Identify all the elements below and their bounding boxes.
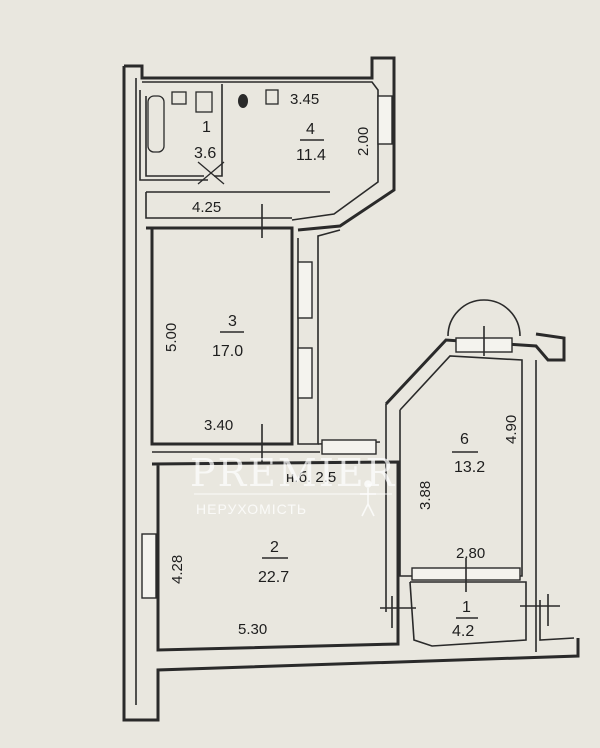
room-labels: 1 3.6 4 11.4 3 17.0 6 13.2 2 22.7 1 4.2 xyxy=(194,119,485,640)
dim-room2-width: 5.30 xyxy=(238,621,267,638)
dim-room4-depth: 2.00 xyxy=(355,127,372,156)
dim-room2-depth: 4.28 xyxy=(169,555,186,584)
window-room2 xyxy=(141,533,157,599)
dim-room6-left: 3.88 xyxy=(417,481,434,510)
room-3-area: 17.0 xyxy=(212,343,243,360)
dim-corridor-length: 4.25 xyxy=(192,199,221,216)
doors xyxy=(261,204,560,628)
watermark: PREMIER НЕРУХОМІСТЬ xyxy=(190,451,396,517)
dim-hall: н.б. 2.5 xyxy=(286,469,336,486)
room-5-area: 3.6 xyxy=(194,145,216,162)
room-6-area: 13.2 xyxy=(454,459,485,476)
room-5-number: 1 xyxy=(202,119,211,136)
person-icon xyxy=(360,480,376,517)
room-2-area: 22.7 xyxy=(258,569,289,586)
room-2-number: 2 xyxy=(270,539,279,556)
dim-room6-width: 2.80 xyxy=(456,545,485,562)
toilet-icon xyxy=(171,91,187,105)
window-room3-a xyxy=(297,261,313,319)
dim-room3-depth: 5.00 xyxy=(163,323,180,352)
stove-icon xyxy=(265,89,279,105)
room-3-number: 3 xyxy=(228,313,237,330)
dimension-labels: 3.45 2.00 4.25 5.00 3.40 н.б. 2.5 4.90 3… xyxy=(163,91,520,638)
room-1-area: 4.2 xyxy=(452,623,474,640)
bathtub-icon xyxy=(147,95,165,153)
dim-room3-width: 3.40 xyxy=(204,417,233,434)
watermark-brand: PREMIER xyxy=(190,451,396,495)
window-room4 xyxy=(377,95,393,145)
room-4-area: 11.4 xyxy=(296,147,326,164)
walls xyxy=(122,56,580,722)
room-1-number: 1 xyxy=(462,599,471,616)
window-hall xyxy=(321,439,377,455)
window-room3-b xyxy=(297,347,313,399)
drain-icon xyxy=(238,94,248,108)
fixtures xyxy=(147,89,279,185)
room-6-number: 6 xyxy=(460,431,469,448)
watermark-subtitle: НЕРУХОМІСТЬ xyxy=(196,501,307,517)
dim-room4-width: 3.45 xyxy=(290,91,319,108)
windows xyxy=(141,95,521,599)
sink-icon xyxy=(195,91,213,113)
room-4-number: 4 xyxy=(306,121,315,138)
dim-room6-depth: 4.90 xyxy=(503,415,520,444)
